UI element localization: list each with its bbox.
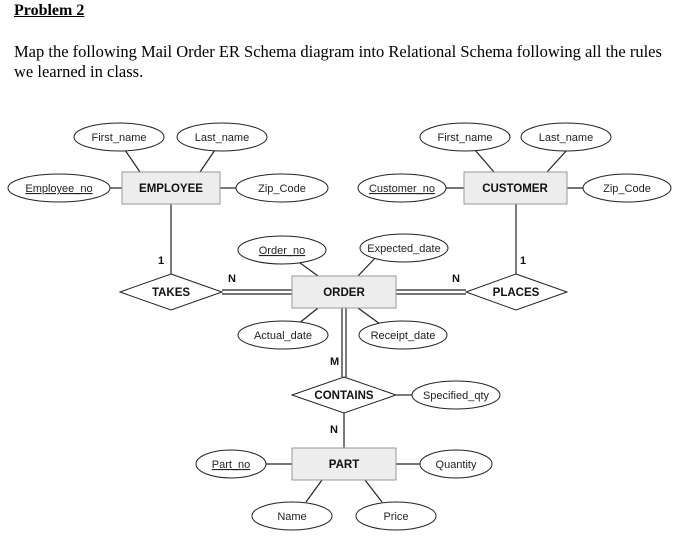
attr-label-emp-last-name: Last_name [195, 132, 249, 144]
entity-label-employee: EMPLOYEE [139, 183, 203, 195]
attr-label-specified-qty: Specified_qty [423, 390, 490, 402]
attr-label-price: Price [383, 511, 408, 523]
cardinality-contains-part: N [330, 424, 338, 436]
entity-employee: EMPLOYEE [121, 171, 221, 205]
attr-emp-zip-code: Zip_Code [235, 173, 329, 203]
attr-emp-last-name: Last_name [176, 122, 268, 152]
attr-actual-date: Actual_date [237, 320, 329, 350]
attr-part-no: Part_no [195, 449, 267, 479]
relationship-label-contains: CONTAINS [314, 390, 374, 402]
relationship-contains: CONTAINS [290, 376, 398, 414]
attr-employee-no: Employee_no [7, 173, 111, 203]
attr-name: Name [251, 501, 333, 531]
problem-instructions: Map the following Mail Order ER Schema d… [14, 42, 662, 81]
attr-label-expected-date: Expected_date [367, 243, 440, 255]
attr-label-actual-date: Actual_date [254, 330, 312, 342]
attr-specified-qty: Specified_qty [411, 380, 501, 410]
relationship-label-takes: TAKES [152, 287, 190, 299]
attr-emp-first-name: First_name [73, 122, 165, 152]
entity-label-part: PART [329, 459, 359, 471]
attr-label-quantity: Quantity [436, 459, 477, 471]
cardinality-places-customer: 1 [520, 255, 526, 267]
attr-customer-no: Customer_no [357, 173, 447, 203]
problem-heading: Problem 2 [14, 2, 85, 19]
attr-quantity: Quantity [419, 449, 493, 479]
attr-label-name: Name [277, 511, 306, 523]
attr-cust-last-name: Last_name [520, 122, 612, 152]
cardinality-takes-order: N [228, 273, 236, 285]
attr-label-order-no: Order_no [259, 245, 305, 257]
connector-lines [110, 149, 584, 503]
attr-expected-date: Expected_date [359, 233, 449, 263]
attr-cust-zip-code: Zip_Code [582, 173, 672, 203]
attr-label-employee-no: Employee_no [25, 183, 92, 195]
relationship-label-places: PLACES [493, 287, 540, 299]
attr-label-emp-zip-code: Zip_Code [258, 183, 306, 195]
entity-label-customer: CUSTOMER [482, 183, 548, 195]
cardinality-order-contains: M [330, 356, 339, 368]
attr-label-cust-zip-code: Zip_Code [603, 183, 651, 195]
double-lines [222, 289, 466, 377]
attr-label-part-no: Part_no [212, 459, 251, 471]
entity-customer: CUSTOMER [463, 171, 568, 205]
relationship-places: PLACES [464, 273, 569, 311]
attr-label-customer-no: Customer_no [369, 183, 435, 195]
attr-label-receipt-date: Receipt_date [371, 330, 436, 342]
cardinality-order-places: N [452, 273, 460, 285]
attr-price: Price [355, 501, 437, 531]
relationship-takes: TAKES [118, 273, 224, 311]
entity-order: ORDER [291, 275, 397, 309]
attr-order-no: Order_no [237, 235, 327, 265]
attr-label-cust-last-name: Last_name [539, 132, 593, 144]
attr-label-emp-first-name: First_name [91, 132, 146, 144]
entity-part: PART [291, 447, 397, 481]
entity-label-order: ORDER [323, 287, 365, 299]
attr-cust-first-name: First_name [419, 122, 511, 152]
attr-label-cust-first-name: First_name [437, 132, 492, 144]
attr-receipt-date: Receipt_date [358, 320, 448, 350]
cardinality-employee-takes: 1 [158, 255, 164, 267]
